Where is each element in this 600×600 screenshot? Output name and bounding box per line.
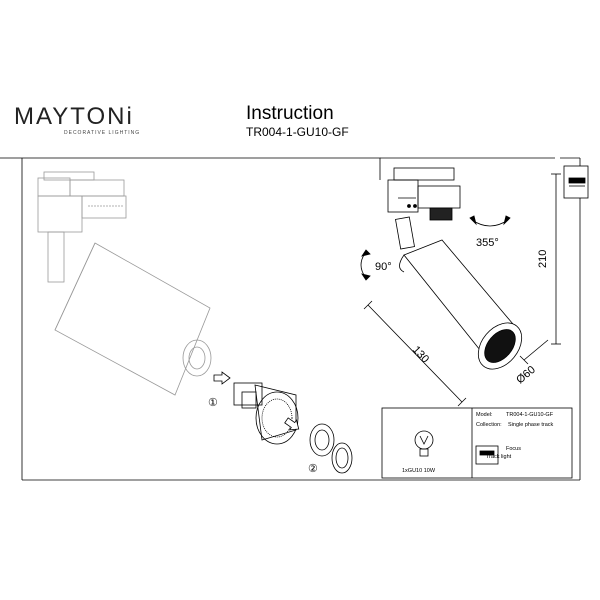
gu10-bulb — [233, 382, 299, 445]
model-label: Model: — [476, 412, 493, 418]
model-value: TR004-1-GU10-GF — [506, 412, 554, 418]
page-title: Instruction — [246, 103, 334, 124]
track-light-assembled — [387, 167, 523, 370]
step-2-label: ② — [308, 463, 318, 475]
retaining-rings — [309, 423, 353, 474]
step-arrow-2 — [284, 417, 300, 431]
collection-value: Single phase track — [508, 422, 553, 428]
dimension-60 — [519, 339, 549, 365]
collection-label: Collection: — [476, 422, 502, 428]
series-type: Track light — [486, 454, 512, 460]
dimension-diameter-label: Ø60 — [514, 364, 538, 387]
step-arrow-1 — [213, 371, 231, 385]
step-1-label: ① — [208, 397, 218, 409]
angle-tilt-label: 90° — [375, 261, 392, 273]
focus-series-icon — [475, 445, 499, 465]
series-name: Focus — [506, 446, 521, 452]
dimension-130 — [363, 300, 467, 407]
rotate-arrow-355 — [469, 215, 511, 227]
track-icon-box — [563, 165, 589, 199]
brand-tagline: DECORATIVE LIGHTING — [64, 130, 141, 136]
bulb-icon — [414, 430, 434, 457]
brand-logo: MAYTONi — [14, 103, 134, 130]
dimension-length-label: 130 — [410, 344, 431, 366]
bulb-spec-label: 1xGU10 10W — [402, 468, 436, 474]
frame-border — [0, 157, 581, 481]
dimension-210 — [551, 173, 561, 345]
angle-rotate-label: 355° — [476, 237, 499, 249]
spec-table — [381, 407, 573, 479]
dimension-height-label: 210 — [537, 250, 549, 268]
tilt-arrow-90 — [360, 249, 371, 281]
model-code: TR004-1-GU10-GF — [246, 125, 349, 139]
exploded-view — [37, 171, 212, 396]
